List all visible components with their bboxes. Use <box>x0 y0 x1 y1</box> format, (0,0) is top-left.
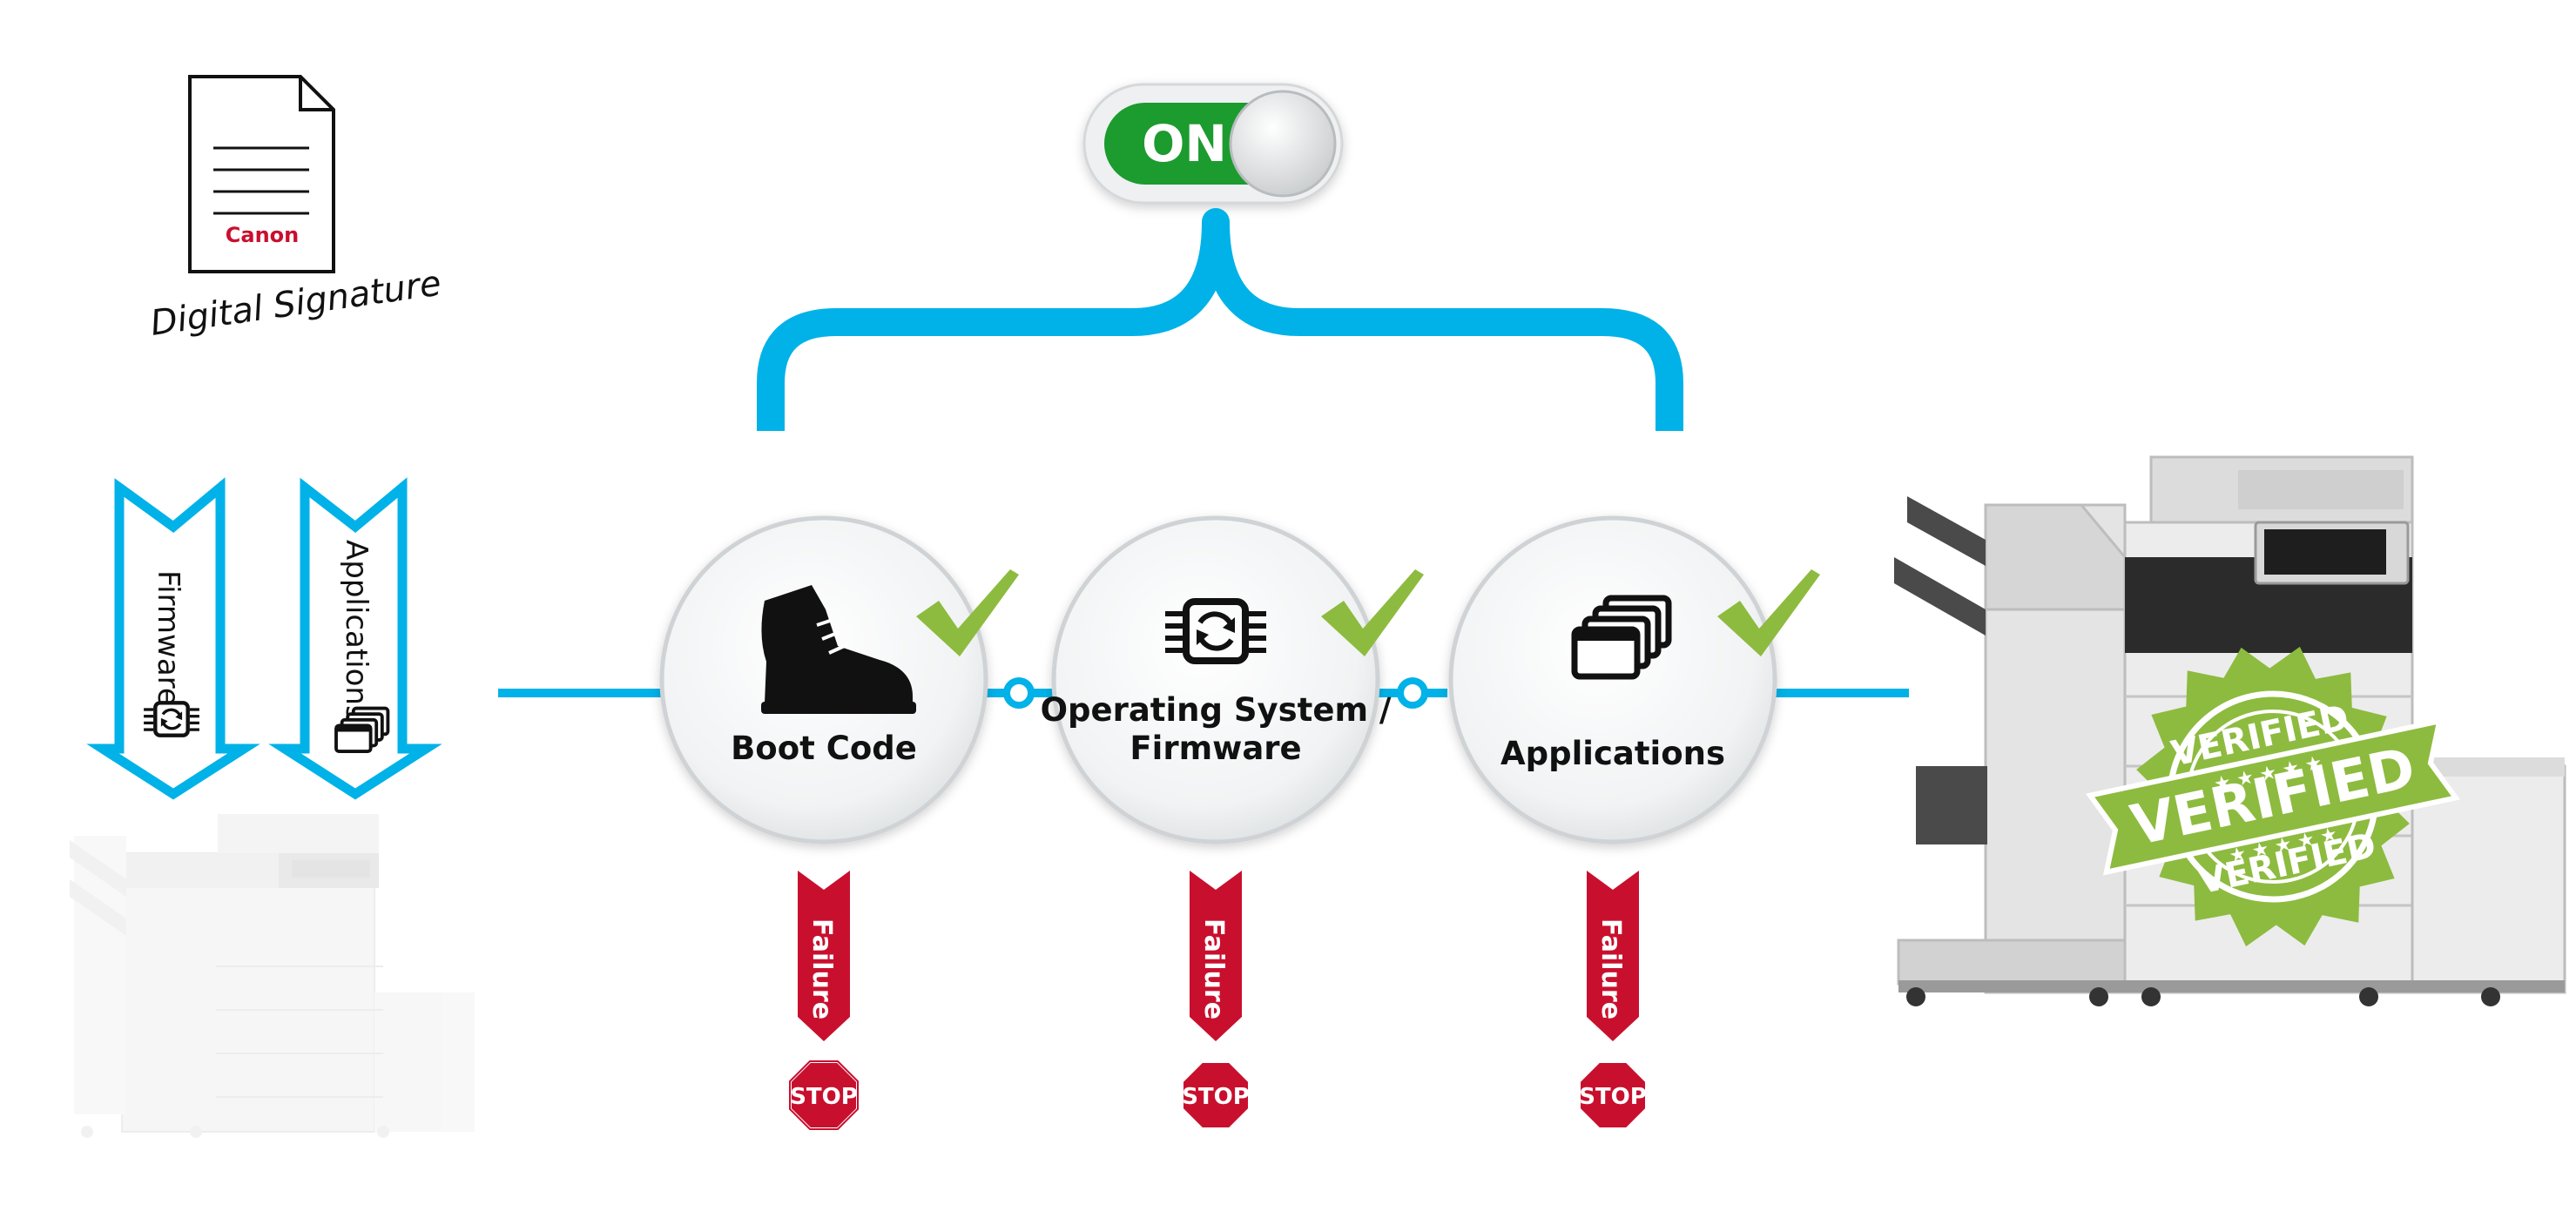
digital-signature-caption: Digital Signature <box>148 264 443 344</box>
stop-label: STOP <box>790 1084 858 1110</box>
digital-signature-document: Canon <box>188 75 335 273</box>
failure-label: Failure <box>806 918 837 1019</box>
failure-label: Failure <box>1595 918 1626 1019</box>
failure-arrow-1: Failure <box>798 871 850 1041</box>
stage-label-line-1: Operating System / <box>1041 691 1392 729</box>
firmware-arrow: Firmware <box>86 477 260 800</box>
canon-logo: Canon <box>226 223 299 247</box>
printer-faded <box>70 814 475 1138</box>
stop-sign-1: STOP <box>788 1060 860 1131</box>
stage-label: Applications <box>1500 735 1725 772</box>
stage-operating-system: Operating System / Firmware <box>1041 515 1424 844</box>
stage-label: Boot Code <box>731 730 917 767</box>
stage-applications: Applications <box>1448 515 1820 844</box>
failure-arrow-3: Failure <box>1587 871 1639 1041</box>
stage-label-line-2: Firmware <box>1130 730 1301 767</box>
on-toggle[interactable]: ON <box>1082 83 1344 205</box>
stop-label: STOP <box>1579 1084 1647 1110</box>
stage-boot-code: Boot Code <box>659 515 1019 844</box>
toggle-knob[interactable] <box>1229 90 1337 198</box>
stop-sign-3: STOP <box>1577 1060 1649 1131</box>
toggle-label: ON <box>1142 114 1227 173</box>
stop-sign-2: STOP <box>1180 1060 1251 1131</box>
blue-brace <box>757 208 1683 431</box>
failure-arrow-2: Failure <box>1190 871 1242 1041</box>
firmware-arrow-label: Firmware <box>151 570 185 706</box>
failure-label: Failure <box>1198 918 1229 1019</box>
applications-arrow-label: Applications <box>339 540 374 721</box>
boot-icon <box>761 585 916 714</box>
stop-label: STOP <box>1182 1084 1250 1110</box>
applications-arrow: Applications <box>268 477 442 800</box>
connector-node-2 <box>1397 677 1428 709</box>
printer-verified <box>1894 455 2566 1006</box>
connector-node-1 <box>1003 677 1035 709</box>
verified-badge: VERIFIED VERIFIED VERIFIED ★ ★ ★ ★ ★ ★ ★… <box>2085 646 2461 947</box>
